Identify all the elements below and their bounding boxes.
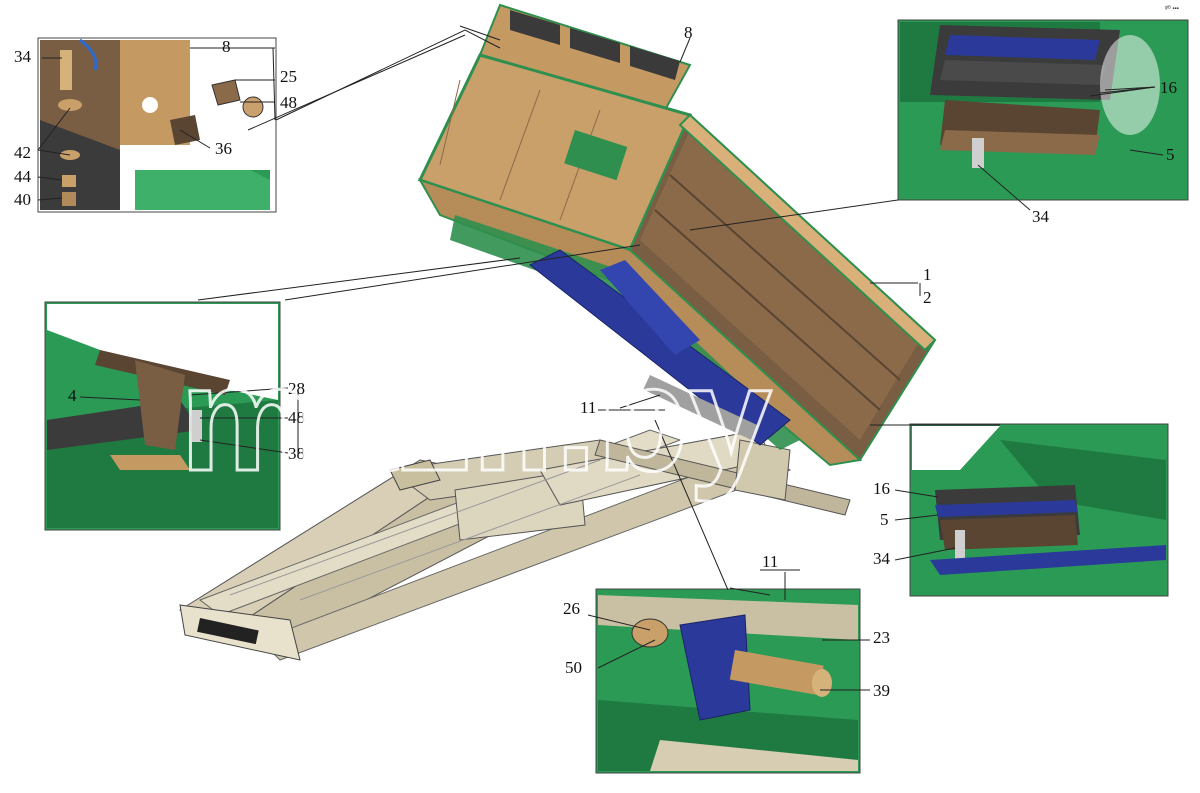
inset-top-left (37, 37, 277, 213)
callout-body-1: 1 (923, 265, 932, 284)
callout-tl-25: 25 (280, 67, 297, 86)
callout-labels: 34 8 25 48 42 36 44 40 8 1 2 11 16 5 34 … (14, 23, 1177, 700)
leader-lines (37, 25, 1164, 691)
chassis-frame (178, 429, 851, 661)
callout-ml-38: 38 (288, 444, 305, 463)
callout-body-11: 11 (580, 398, 596, 417)
callout-body-8: 8 (684, 23, 693, 42)
callout-tl-42: 42 (14, 143, 31, 162)
watermark: mazil.by (180, 334, 772, 502)
inset-top-right (897, 19, 1189, 201)
callout-mr-34: 34 (873, 549, 891, 568)
callout-mr-16: 16 (873, 479, 890, 498)
callout-tl-48: 48 (280, 93, 297, 112)
callout-tl-8: 8 (222, 37, 231, 56)
callout-b-26: 26 (563, 599, 580, 618)
callout-ml-4: 4 (68, 386, 77, 405)
inset-mid-left (44, 301, 281, 531)
callout-body-2: 2 (923, 288, 932, 307)
callout-tr-16: 16 (1160, 78, 1177, 97)
callout-tr-34: 34 (1032, 207, 1050, 226)
callout-b-11: 11 (762, 552, 778, 571)
callout-b-23: 23 (873, 628, 890, 647)
callout-ml-28: 28 (288, 379, 305, 398)
inset-bottom (595, 588, 861, 774)
callout-b-39: 39 (873, 681, 890, 700)
callout-tl-40: 40 (14, 190, 31, 209)
callout-tl-34: 34 (14, 47, 32, 66)
callout-tl-36: 36 (215, 139, 232, 158)
callout-mr-5: 5 (880, 510, 889, 529)
inset-mid-right (909, 423, 1169, 597)
corner-mark: ᵍᴵᴮ ▪▪▪ (1165, 5, 1179, 12)
callout-b-50: 50 (565, 658, 582, 677)
callout-tl-44: 44 (14, 167, 32, 186)
callout-ml-48: 48 (288, 408, 305, 427)
dump-body (417, 3, 937, 467)
callout-tr-5: 5 (1166, 145, 1175, 164)
